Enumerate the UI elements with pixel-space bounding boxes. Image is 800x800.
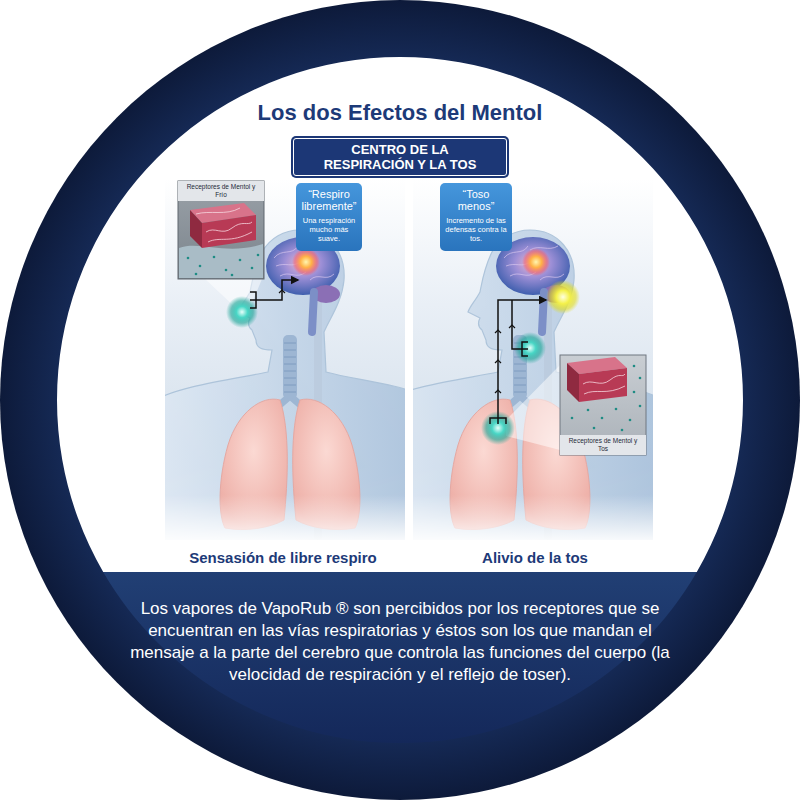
mucosa (179, 244, 263, 278)
banner-text: CENTRO DE LA RESPIRACIÓN Y LA TOS (300, 142, 500, 172)
inset-label: Receptores de Mentol y Tos (560, 435, 646, 455)
receptor-glow (226, 296, 258, 328)
tissue-side (190, 210, 202, 248)
inset-label: Receptores de Mentol y Frío (178, 181, 264, 201)
panel-heading: Alivio de la tos (482, 549, 588, 567)
receptor-dots (187, 254, 260, 277)
nerve-line (256, 280, 298, 300)
text-field (103, 572, 697, 743)
left-figure (165, 230, 405, 540)
right-figure (413, 230, 653, 540)
tissue-veins (583, 374, 625, 394)
tissue-veins (196, 208, 252, 242)
tissue-front (202, 215, 256, 248)
callout-heading: “Toso menos” (444, 188, 508, 212)
receptor-dots (571, 365, 642, 432)
nerve-bracket (250, 292, 256, 308)
tissue-side (567, 363, 579, 402)
callout-box: “Toso menos” Incremento de las defensas c… (440, 183, 512, 251)
nerve-bracket (522, 342, 528, 356)
nerve-chevron (509, 325, 515, 328)
white-field (57, 57, 743, 572)
callout-box: “Respiro libremente” Una respiración much… (296, 183, 362, 251)
callout-heading: “Respiro libremente” (300, 188, 358, 212)
panel-heading: Sensasión de libre respiro (189, 549, 377, 567)
cough-center-glow (546, 280, 580, 314)
bottom-fade (160, 495, 660, 545)
inset-panel: Receptores de Mentol y Tos (560, 355, 646, 455)
nerve-chevron (495, 390, 501, 393)
figure-copy (413, 230, 653, 540)
magnify-beam (506, 365, 560, 450)
receptor-glow (514, 332, 546, 364)
callout-body: Una respiración mucho más suave. (300, 216, 358, 243)
nerve-chevron (495, 330, 501, 333)
nerve-chevron (495, 360, 501, 363)
nerve-bracket (490, 418, 506, 424)
center-banner: CENTRO DE LA RESPIRACIÓN Y LA TOS (293, 138, 507, 176)
figure-copy (165, 230, 405, 540)
nerve-line (498, 300, 546, 418)
inset-panel: Receptores de Mentol y Frío (178, 181, 264, 279)
callout-body: Incremento de las defensas contra la tos… (444, 216, 508, 243)
inset-frame (178, 181, 264, 279)
caption-text: Los vapores de VapoRub ® son percibidos … (115, 598, 685, 686)
diagram-title: Los dos Efectos del Mentol (200, 100, 600, 126)
nerve-chevron (279, 290, 285, 293)
nerve-line (512, 300, 522, 349)
inset-frame (560, 355, 646, 455)
tissue-front (579, 368, 627, 402)
